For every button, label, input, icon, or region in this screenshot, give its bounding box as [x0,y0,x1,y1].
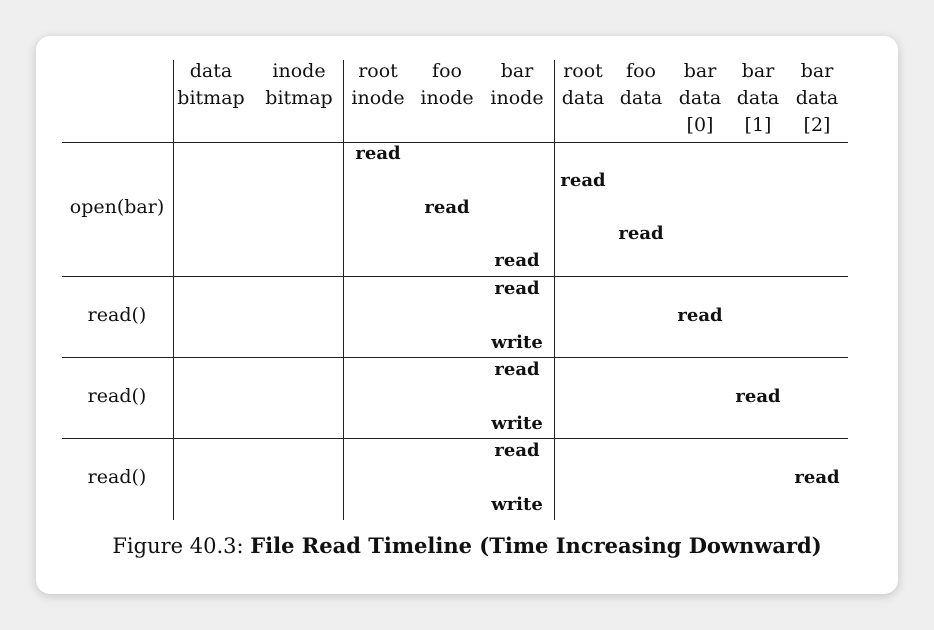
syscall-label: open(bar) [69,195,165,218]
column-header-line: data [189,60,233,82]
figure-title: File Read Timeline (Time Increasing Down… [250,533,822,558]
column-header-line: [0] [686,114,714,136]
io-operation: read [618,223,664,245]
column-header-line: inode [272,60,326,82]
column-divider-line [173,60,174,520]
column-header: inode bitmap [259,58,339,139]
column-header-line: bar [800,60,834,82]
column-header-line: foo [432,60,462,82]
syscall-label: read() [87,303,147,326]
column-header-line: data [736,87,780,109]
column-header-line: root [563,60,603,82]
column-header: data bitmap [171,58,251,139]
section-divider-line [62,438,848,439]
column-header: foo data [601,58,681,139]
column-header-line: bar [683,60,717,82]
column-header-line: bar [500,60,534,82]
syscall-label: read() [87,384,147,407]
column-header: bar data [2] [777,58,857,139]
column-header-line [407,112,487,139]
column-header-line: foo [626,60,656,82]
io-operation: write [491,493,543,515]
section-divider-line [62,357,848,358]
figure-caption: Figure 40.3: File Read Timeline (Time In… [0,531,934,561]
io-operation: write [491,331,543,353]
column-divider-line [343,60,344,520]
column-header-line: bitmap [177,87,245,109]
column-header-line: [1] [744,114,772,136]
column-header-line: data [678,87,722,109]
io-operation: write [491,412,543,434]
column-header: root data [543,58,623,139]
io-operation: read [735,385,781,407]
io-operation: read [355,143,401,164]
figure-number: Figure 40.3: [112,534,251,558]
column-header-line [338,112,418,139]
column-header-line: data [795,87,839,109]
syscall-label: read() [87,465,147,488]
io-operation: read [494,250,540,272]
section-divider-line [62,276,848,277]
column-header-line [259,112,339,139]
column-header-line: bitmap [265,87,333,109]
column-header-line: inode [420,87,474,109]
io-operation: read [494,359,540,380]
column-header-line: inode [490,87,544,109]
column-header: root inode [338,58,418,139]
column-header-line: data [619,87,663,109]
io-operation: read [424,196,470,218]
io-operation: read [494,278,540,299]
column-header: bar data [0] [660,58,740,139]
io-operation: read [794,466,840,488]
column-header-line: [2] [803,114,831,136]
column-header-line: root [358,60,398,82]
io-operation: read [560,169,606,191]
column-header: foo inode [407,58,487,139]
column-header-line: bar [741,60,775,82]
figure-card [36,36,898,594]
column-header-line [171,112,251,139]
column-header-line: inode [351,87,405,109]
io-operation: read [677,304,723,326]
column-header: bar inode [477,58,557,139]
header-divider-line [62,142,848,143]
column-divider-line [554,60,555,520]
io-operation: read [494,440,540,461]
column-header-line: data [561,87,605,109]
column-header: bar data [1] [718,58,798,139]
